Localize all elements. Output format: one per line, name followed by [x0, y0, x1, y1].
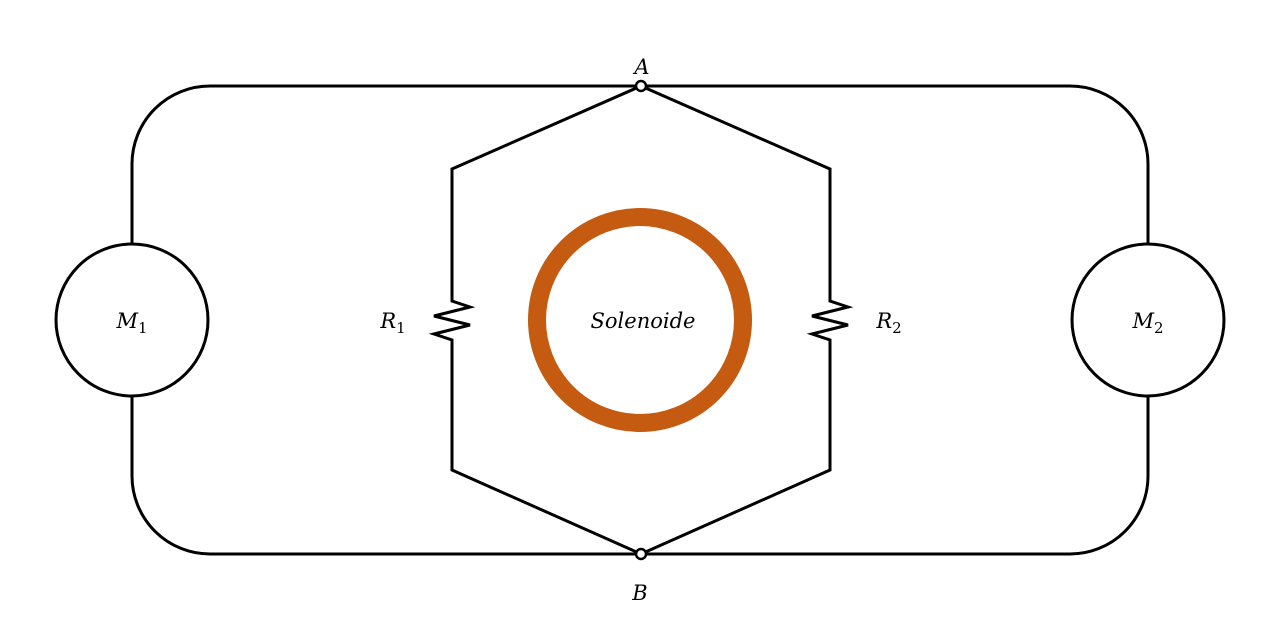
solenoid-label: Solenoide: [591, 309, 696, 333]
resistor-r1-label: R1: [379, 309, 405, 337]
node-b: [634, 547, 648, 561]
node-a-label: A: [632, 55, 649, 79]
outer-wire-left-lower: [130, 396, 211, 556]
branch-left-wire: [428, 84, 642, 556]
resistor-r1-symbol: R: [379, 309, 396, 333]
meter-m1: M1: [54, 242, 210, 398]
solenoid: Solenoide: [528, 208, 752, 432]
meter-m2-symbol: M: [1131, 309, 1154, 333]
meter-m2-index: 2: [1154, 319, 1164, 337]
meter-m2: M2: [1070, 242, 1226, 398]
node-a: [634, 79, 648, 93]
outer-wire-left-upper: [130, 84, 211, 244]
node-b-label: B: [631, 581, 647, 605]
meter-m1-symbol: M: [115, 309, 138, 333]
solenoid-ring: [528, 208, 752, 432]
resistor-r1-index: 1: [396, 319, 406, 337]
meter-m1-label: M1: [115, 309, 147, 337]
meter-m2-label: M2: [1131, 309, 1163, 337]
resistor-r2-index: 2: [892, 319, 902, 337]
outer-wire-right-upper: [1069, 84, 1150, 244]
meter-m1-index: 1: [138, 319, 148, 337]
outer-wire-right-lower: [1069, 396, 1150, 556]
branch-right-wire: [640, 84, 854, 556]
resistor-r2-label: R2: [875, 309, 901, 337]
resistor-r2-symbol: R: [875, 309, 892, 333]
